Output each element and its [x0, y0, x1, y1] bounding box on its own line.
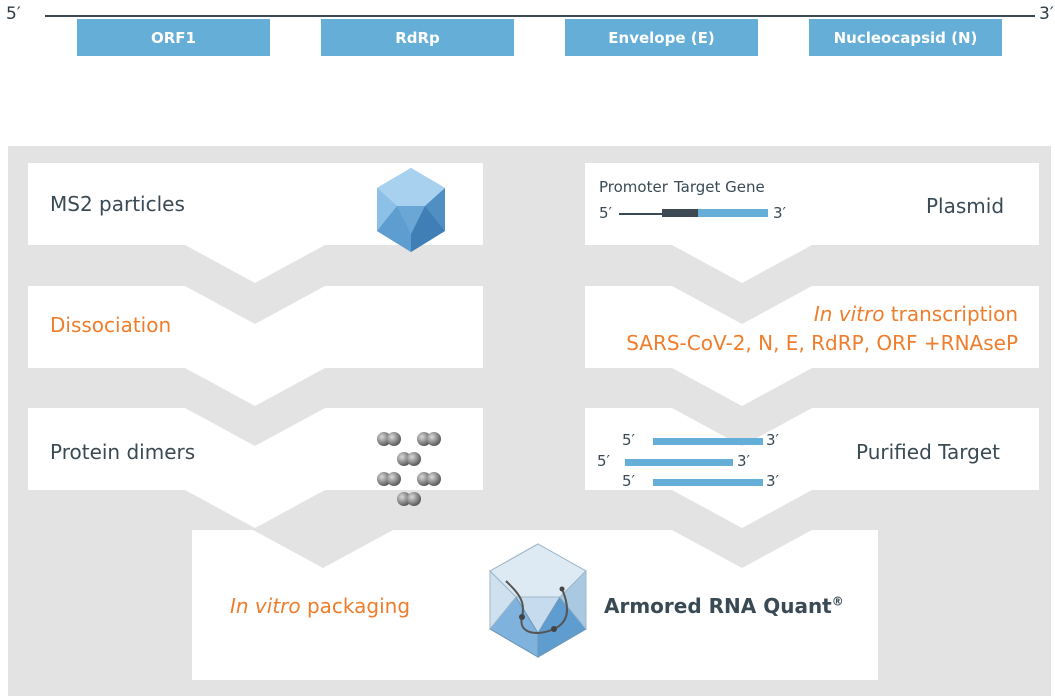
target-gene-segment [698, 209, 768, 217]
three-prime-end: 3′ [1039, 4, 1054, 24]
left-step3-box [28, 408, 483, 528]
plasmid-three-prime: 3′ [773, 204, 786, 222]
right-step2-box [585, 286, 1039, 406]
packaging-text: packaging [300, 594, 411, 618]
gene-envelope: Envelope (E) [565, 19, 758, 56]
strand1-five-prime: 5′ [622, 431, 635, 449]
target-gene-label: Target Gene [674, 178, 765, 196]
strand2 [625, 459, 733, 466]
plasmid-backbone-line [619, 213, 663, 215]
armored-particle-icon [489, 543, 587, 658]
packaging-label: In vitro packaging [230, 594, 410, 618]
right-step1-box [585, 163, 1039, 283]
plasmid-label: Plasmid [926, 194, 1005, 218]
armored-rna-quant-label: Armored RNA Quant® [604, 594, 844, 618]
product-name: Armored RNA Quant [604, 594, 832, 618]
strand3 [653, 479, 763, 486]
five-prime-end: 5′ [6, 4, 21, 24]
dissociation-label: Dissociation [50, 313, 172, 337]
strand2-three-prime: 3′ [737, 452, 750, 470]
protein-dimers-icon [377, 432, 441, 506]
left-step1-box [28, 163, 483, 283]
packaging-in-vitro-italic: In vitro [230, 594, 301, 618]
workflow-panel: MS2 particles Dissociation Protein dimer… [8, 146, 1051, 696]
strand2-five-prime: 5′ [597, 452, 610, 470]
transcription-label: In vitro transcription [814, 302, 1018, 326]
targets-label: SARS-CoV-2, N, E, RdRP, ORF +RNAseP [626, 331, 1018, 355]
in-vitro-italic: In vitro [813, 302, 885, 326]
promoter-segment [662, 209, 698, 217]
plasmid-five-prime: 5′ [599, 204, 612, 222]
right-step3-box [585, 408, 1039, 528]
strand3-three-prime: 3′ [766, 472, 779, 490]
gene-nucleocapsid: Nucleocapsid (N) [809, 19, 1002, 56]
strand1-three-prime: 3′ [766, 431, 779, 449]
gene-rdrp: RdRp [321, 19, 514, 56]
ms2-particles-label: MS2 particles [50, 192, 185, 216]
strand1 [653, 438, 763, 445]
left-step2-box [28, 286, 483, 406]
genome-backbone [45, 15, 1035, 17]
gene-orf1: ORF1 [77, 19, 270, 56]
transcription-text: transcription [884, 302, 1018, 326]
protein-dimers-label: Protein dimers [50, 440, 196, 464]
icosahedron-icon [377, 168, 445, 252]
purified-target-label: Purified Target [856, 440, 1000, 464]
registered-mark: ® [831, 594, 844, 609]
promoter-label: Promoter [599, 178, 668, 196]
strand3-five-prime: 5′ [622, 472, 635, 490]
